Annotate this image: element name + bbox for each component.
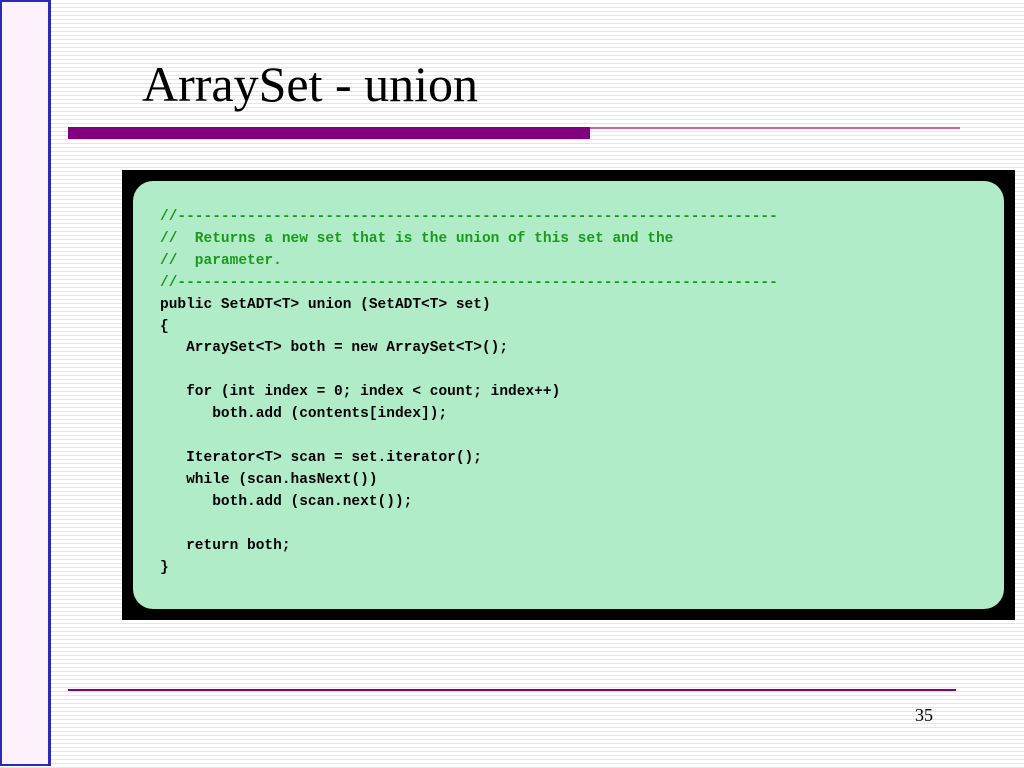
code-line: both.add (contents[index]); bbox=[160, 406, 448, 423]
code-line: while (scan.hasNext()) bbox=[160, 471, 378, 488]
code-line: { bbox=[160, 318, 169, 335]
code-line: ArraySet<T> both = new ArraySet<T>(); bbox=[160, 340, 509, 357]
code-comment-line: //--------------------------------------… bbox=[160, 274, 778, 291]
footer-divider bbox=[68, 689, 956, 691]
code-line: for (int index = 0; index < count; index… bbox=[160, 384, 561, 401]
slide-title: ArraySet - union bbox=[142, 56, 479, 112]
page-number: 35 bbox=[915, 705, 933, 725]
title-underline-thin bbox=[590, 127, 960, 129]
code-panel bbox=[133, 181, 1004, 609]
code-block: //--------------------------------------… bbox=[160, 207, 778, 579]
left-decorative-band bbox=[0, 0, 51, 766]
code-line: both.add (scan.next()); bbox=[160, 493, 413, 510]
code-comment-line: //--------------------------------------… bbox=[160, 209, 778, 225]
code-line: public SetADT<T> union (SetADT<T> set) bbox=[160, 296, 491, 313]
code-line: Iterator<T> scan = set.iterator(); bbox=[160, 449, 482, 466]
code-comment-line: // Returns a new set that is the union o… bbox=[160, 230, 674, 247]
title-underline-thick bbox=[68, 127, 590, 139]
code-comment-line: // parameter. bbox=[160, 252, 282, 269]
code-line: } bbox=[160, 559, 169, 576]
code-line: return both; bbox=[160, 537, 291, 554]
